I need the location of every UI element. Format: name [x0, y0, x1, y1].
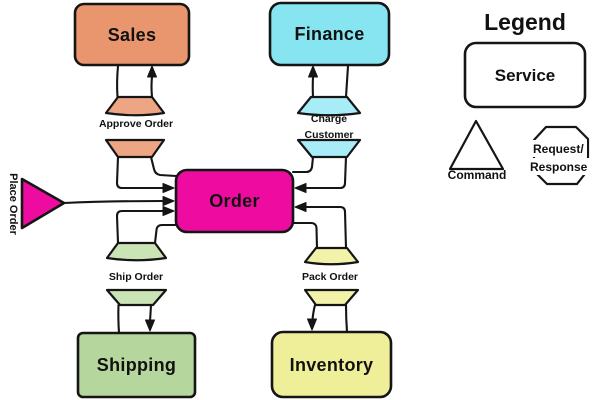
ship-order-hexagon-bottom — [105, 288, 168, 307]
pack-order-hexagon-bottom — [303, 288, 360, 307]
arrowhead-pack-into-order — [294, 202, 307, 212]
arrowhead-into-shipping — [145, 319, 155, 332]
connector-order-to-charge — [291, 155, 315, 174]
ship-order-hexagon-top — [105, 241, 168, 262]
legend-request-label-line2: Response — [527, 158, 591, 175]
connector-ship-to-shipping — [148, 303, 153, 323]
legend-command-label: Command — [447, 168, 507, 182]
approve-order-label: Approve Order — [98, 117, 174, 130]
legend-title: Legend — [484, 8, 566, 35]
connector-charge-to-order — [303, 155, 348, 190]
connector-shipping-to-ship — [117, 303, 121, 335]
charge-customer-hexagon-top — [296, 95, 362, 117]
charge-customer-label-line1: Charge — [310, 112, 348, 125]
charge-customer-hexagon-bottom — [296, 138, 362, 159]
connector-finance-to-charge — [344, 64, 350, 99]
connector-pack-to-order — [303, 205, 348, 250]
legend-service-label: Service — [494, 65, 556, 85]
arrowhead-into-sales — [147, 65, 157, 78]
approve-order-hexagon-bottom — [104, 138, 166, 159]
charge-customer-label-line2: Customer — [304, 128, 354, 141]
shipping-box — [76, 331, 197, 399]
connector-pack-to-inventory — [311, 303, 317, 322]
arrowhead-charge-into-order — [294, 183, 307, 193]
pack-order-hexagon-top — [303, 246, 360, 266]
pack-order-label: Pack Order — [301, 270, 359, 283]
inventory-label: Inventory — [289, 354, 374, 375]
place-order-label: Place Order — [7, 173, 20, 235]
order-label: Order — [209, 191, 260, 211]
connector-approve-to-order — [115, 155, 166, 190]
legend-request-label-line1: Request/ — [530, 140, 587, 157]
connector-approve-to-sales — [150, 75, 154, 99]
sales-box — [73, 2, 191, 67]
ship-order-label: Ship Order — [108, 270, 164, 283]
finance-label: Finance — [294, 24, 365, 44]
shipping-label: Shipping — [96, 355, 177, 375]
legend-service-box — [463, 41, 587, 109]
arrowhead-approve-into-order — [162, 183, 175, 193]
connector-order-to-ship — [153, 223, 178, 245]
arrowhead-into-finance — [308, 65, 318, 78]
place-order-triangle — [20, 177, 66, 230]
inventory-box — [270, 330, 393, 399]
connector-inventory-to-pack — [344, 303, 349, 334]
order-box — [174, 168, 295, 234]
approve-order-hexagon-top — [104, 95, 166, 117]
finance-box — [268, 1, 391, 67]
connector-sales-to-approve — [116, 64, 120, 99]
connector-ship-to-order — [115, 209, 166, 245]
connector-order-to-approve — [149, 155, 178, 178]
connector-order-to-pack — [291, 221, 319, 250]
arrowhead-into-inventory — [307, 318, 317, 331]
place-order-connector — [62, 199, 165, 205]
legend-command-triangle — [448, 119, 505, 171]
arrowhead-ship-into-order — [162, 206, 175, 216]
sales-label: Sales — [107, 24, 157, 45]
arrowhead-place-into-order — [162, 196, 175, 206]
